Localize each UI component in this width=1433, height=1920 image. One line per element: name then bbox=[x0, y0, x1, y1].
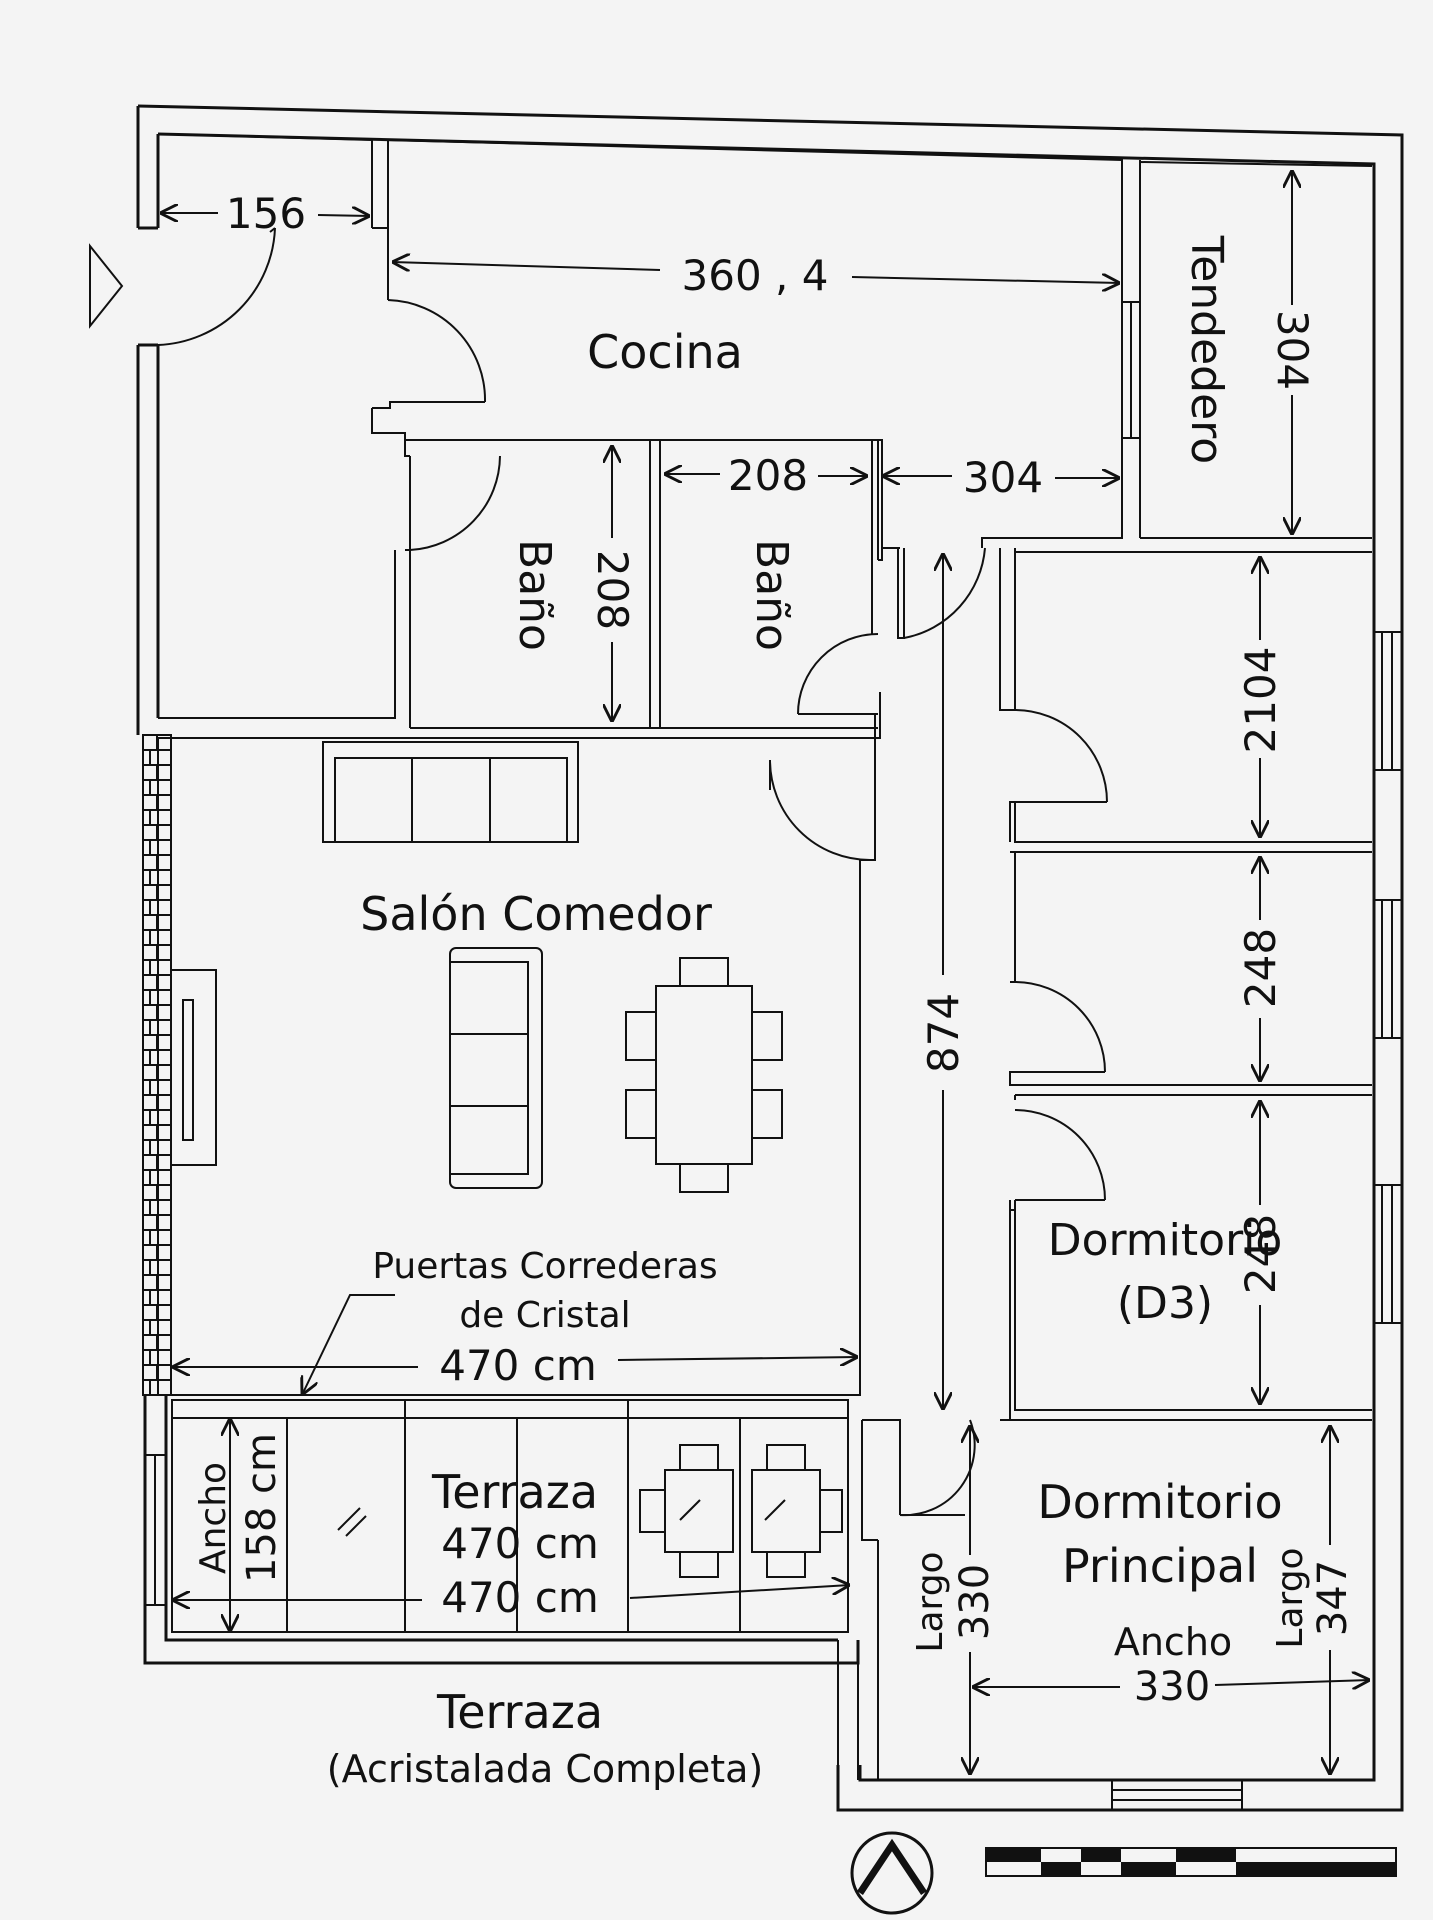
dim-principal-largo-left-label: Largo bbox=[910, 1551, 951, 1652]
dim-terraza-largo-1: 470 cm bbox=[441, 1519, 599, 1568]
room-label-principal-line1: Dormitorio bbox=[1037, 1475, 1282, 1529]
dim-principal-largo-left-value: 330 bbox=[952, 1564, 998, 1640]
room-label-bano-2: Baño bbox=[746, 539, 797, 651]
dim-salon-ancho: 470 cm bbox=[439, 1341, 597, 1390]
dim-entrada-ancho: 156 bbox=[226, 189, 306, 238]
entry-arrow-icon bbox=[89, 243, 124, 329]
terrace-glass-panels bbox=[171, 1399, 849, 1633]
fireplace bbox=[170, 969, 217, 1166]
dimension-lines bbox=[160, 170, 1370, 1775]
dim-principal-ancho-value: 330 bbox=[1134, 1664, 1210, 1710]
dining-table bbox=[625, 957, 783, 1193]
dim-tendedero-alto: 304 bbox=[1268, 310, 1317, 390]
annotation-puertas-line2: de Cristal bbox=[459, 1295, 630, 1336]
dim-terraza-ancho-value: 158 cm bbox=[239, 1433, 285, 1583]
dim-terraza-largo-2: 470 cm bbox=[441, 1573, 599, 1622]
dim-pasillo-304: 304 bbox=[963, 453, 1043, 502]
dim-principal-largo-right-value: 347 bbox=[1310, 1560, 1356, 1636]
room-label-salon: Salón Comedor bbox=[360, 887, 712, 941]
room-label-cocina: Cocina bbox=[587, 325, 743, 379]
room-label-terraza-note: (Acristalada Completa) bbox=[327, 1747, 763, 1791]
scale-bar bbox=[985, 1847, 1397, 1877]
annotation-puertas-line1: Puertas Correderas bbox=[372, 1246, 717, 1287]
dim-d1-alto: 2104 bbox=[1236, 647, 1285, 754]
labels: Cocina Tendedero Baño Baño Salón Comedor… bbox=[193, 189, 1356, 1791]
room-label-tendedero: Tendedero bbox=[1181, 235, 1232, 464]
sofa-center bbox=[449, 947, 543, 1189]
dim-principal-largo-right-label: Largo bbox=[1270, 1547, 1311, 1648]
room-label-d3-line2: (D3) bbox=[1117, 1278, 1213, 1329]
dim-d2-alto: 248 bbox=[1236, 928, 1285, 1008]
doors bbox=[157, 227, 1108, 1517]
dim-cocina-largo: 360 , 4 bbox=[682, 251, 829, 300]
room-label-bano-1: Baño bbox=[509, 539, 560, 651]
dim-principal-ancho-label: Ancho bbox=[1114, 1620, 1232, 1664]
room-label-terraza-exterior: Terraza bbox=[436, 1685, 603, 1739]
dim-d3-alto: 248 bbox=[1236, 1214, 1285, 1294]
outer-walls bbox=[136, 104, 1404, 1812]
dim-bano2-ancho: 208 bbox=[728, 451, 808, 500]
terrace-tables bbox=[639, 1444, 843, 1578]
sofa-top bbox=[322, 741, 579, 843]
dim-pasillo-largo: 874 bbox=[919, 993, 968, 1073]
north-arrow-icon bbox=[850, 1831, 934, 1915]
room-label-terraza-interior: Terraza bbox=[431, 1465, 598, 1519]
dim-bano1-alto: 208 bbox=[588, 550, 637, 630]
room-label-d3-line1: Dormitorio bbox=[1048, 1215, 1283, 1266]
dim-terraza-ancho-label: Ancho bbox=[193, 1462, 234, 1574]
room-label-principal-line2: Principal bbox=[1062, 1539, 1258, 1593]
interior-walls bbox=[144, 133, 1403, 1811]
